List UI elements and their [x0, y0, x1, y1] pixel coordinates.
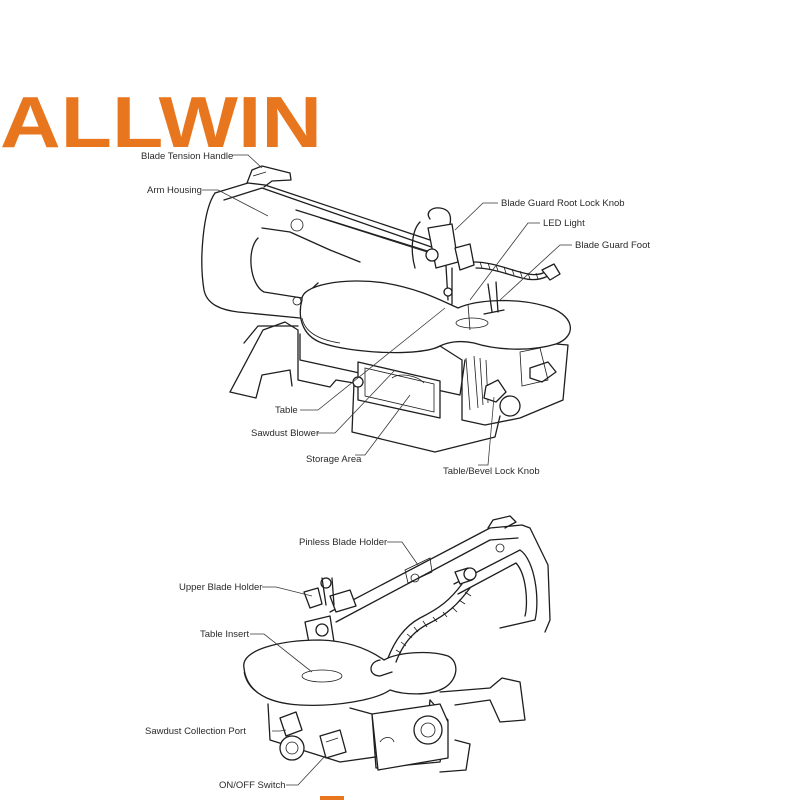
bottom-accent: [320, 796, 344, 800]
bottom-saw-illustration: [243, 515, 551, 773]
leader-sawdust-collection-port: [272, 729, 287, 732]
top-labels: Blade Tension Handle Arm Housing Blade G…: [141, 151, 650, 477]
leader-led-light: [469, 222, 540, 301]
label-blade-guard-root-lock-knob: Blade Guard Root Lock Knob: [501, 198, 625, 209]
brand-logo: ALLWIN: [0, 83, 322, 163]
leader-blade-guard-foot: [499, 244, 572, 301]
label-on-off-switch: ON/OFF Switch: [219, 780, 286, 791]
label-arm-housing: Arm Housing: [147, 185, 202, 196]
top-saw-illustration: [201, 165, 571, 453]
leader-upper-blade-holder: [262, 586, 313, 597]
top-leader-lines: [202, 154, 572, 466]
label-storage-area: Storage Area: [306, 454, 362, 465]
label-blade-tension-handle: Blade Tension Handle: [141, 151, 233, 162]
label-pinless-blade-holder: Pinless Blade Holder: [299, 537, 387, 548]
leader-storage-area: [355, 394, 411, 456]
bottom-leader-lines: [250, 541, 419, 786]
bottom-labels: Pinless Blade Holder Upper Blade Holder …: [145, 537, 387, 791]
label-table-insert: Table Insert: [200, 629, 249, 640]
label-table: Table: [275, 405, 298, 416]
leader-table-insert: [250, 633, 313, 673]
leader-blade-guard-root-lock-knob: [454, 202, 498, 231]
brand-logo-text: ALLWIN: [0, 83, 322, 163]
leader-pinless-blade-holder: [387, 541, 419, 566]
label-led-light: LED Light: [543, 218, 585, 229]
leader-arm-housing: [202, 189, 269, 217]
leader-on-off-switch: [286, 754, 327, 786]
leader-table-bevel-lock-knob: [478, 396, 495, 466]
label-blade-guard-foot: Blade Guard Foot: [575, 240, 650, 251]
label-sawdust-collection-port: Sawdust Collection Port: [145, 726, 246, 737]
leader-blade-tension-handle: [232, 154, 263, 169]
label-upper-blade-holder: Upper Blade Holder: [179, 582, 262, 593]
leader-sawdust-blower: [317, 369, 396, 434]
label-sawdust-blower: Sawdust Blower: [251, 428, 319, 439]
leader-table: [300, 307, 446, 411]
label-table-bevel-lock-knob: Table/Bevel Lock Knob: [443, 466, 540, 477]
